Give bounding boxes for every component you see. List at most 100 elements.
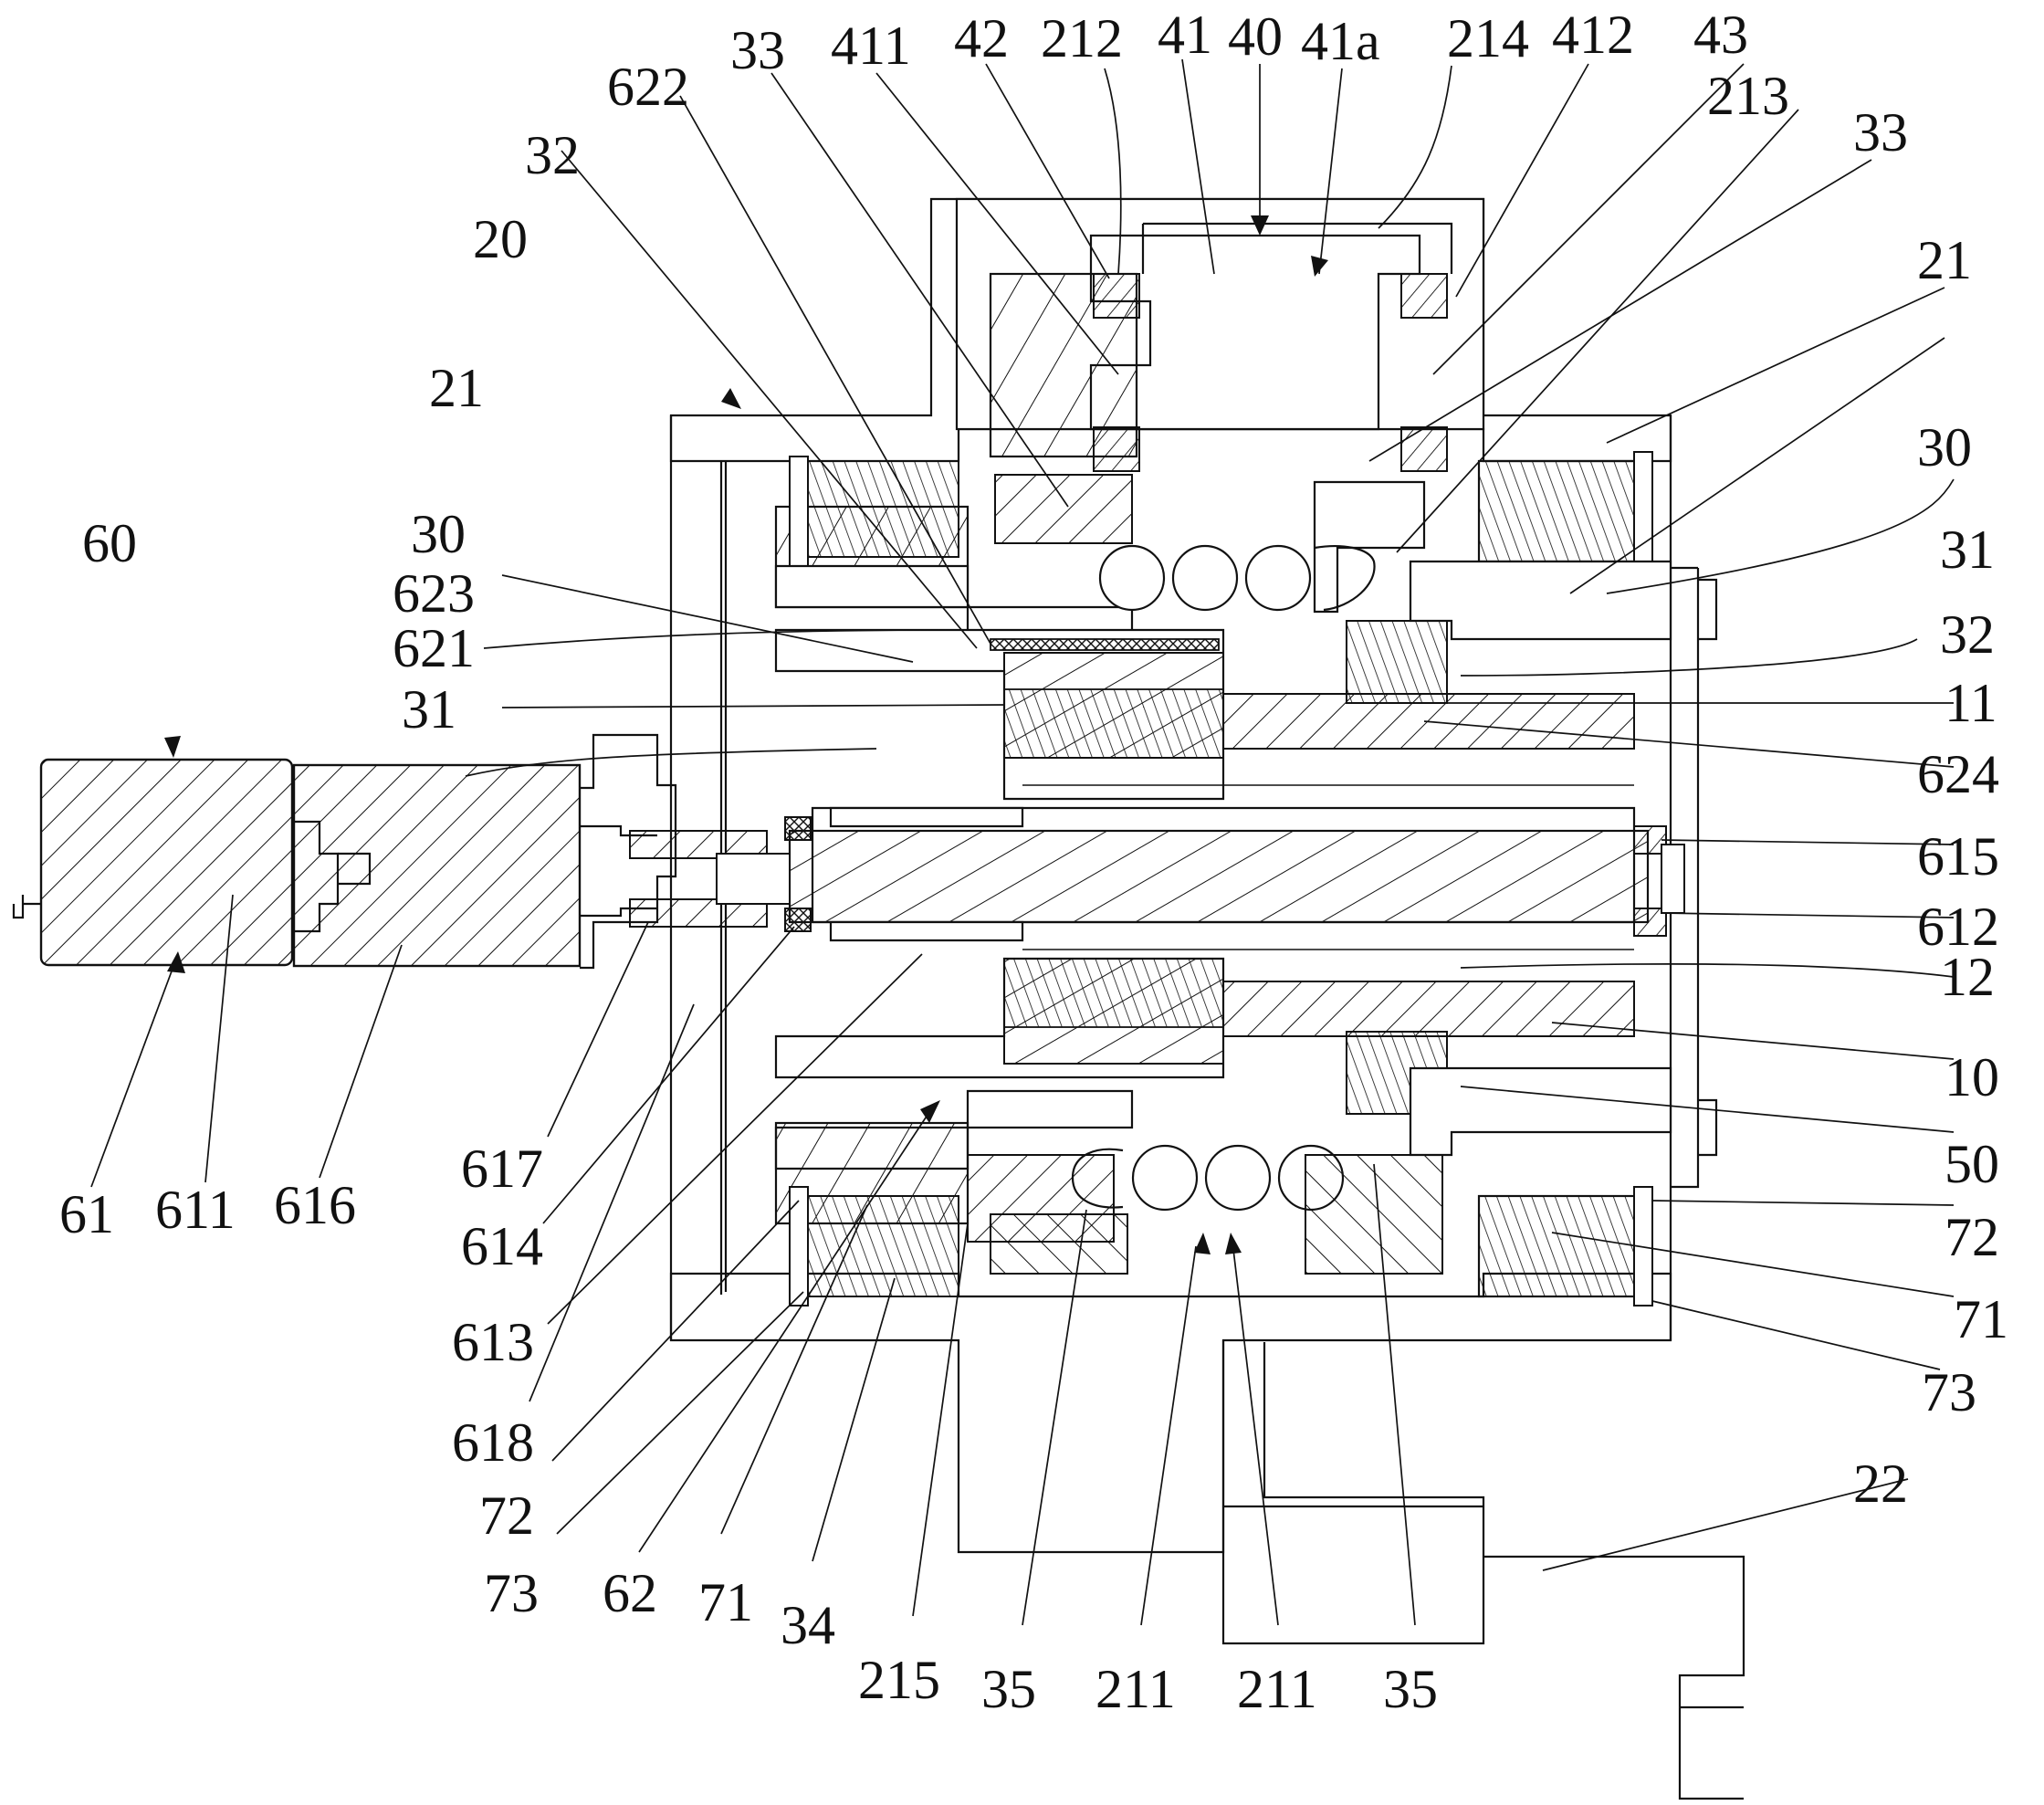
label-50: 50 [1944,1134,1999,1194]
disc-stack-upper [1003,688,1224,759]
reference-labels: 33 411 42 212 41 40 41a 214 412 43 622 2… [59,5,2008,1719]
motor-body-61 [39,758,294,967]
disc-stack-lower [1003,958,1224,1028]
label-211-left: 211 [1095,1659,1176,1719]
carrier-31-right [1409,560,1672,641]
label-412: 412 [1552,5,1634,65]
arrow-61 [167,951,185,973]
gear-housing-214 [1141,222,1453,274]
arrow-211-right [1225,1233,1242,1254]
label-31-right: 31 [1940,519,1995,580]
arrowheads [164,215,1328,1254]
bearing-42-top [1093,273,1140,319]
label-21-right: 21 [1917,230,1972,290]
end-cap [1661,844,1685,914]
ring-35-right [1305,1154,1443,1275]
label-214: 214 [1447,8,1529,68]
label-71-left: 71 [698,1572,753,1632]
hub-613 [716,853,791,905]
label-40: 40 [1228,6,1283,67]
label-34: 34 [781,1595,835,1655]
ball-upper-2 [1171,544,1239,612]
seal-72-top-right [1633,451,1653,567]
sleeve-33-top-left [994,474,1133,544]
label-32-left: 32 [525,125,580,185]
balls-upper [1098,544,1376,612]
label-215: 215 [858,1650,940,1710]
ball-lower-1 [1131,1144,1199,1212]
label-33-top-left: 33 [730,20,785,80]
shaft-tip-611 [338,852,372,886]
disc-stack-32-right [1346,620,1448,704]
label-72-left: 72 [479,1485,534,1546]
label-211-right: 211 [1237,1659,1317,1719]
label-615: 615 [1917,826,1999,887]
label-624: 624 [1917,744,1999,804]
label-60: 60 [82,513,137,573]
carrier-31-bottom-right [1409,1066,1672,1157]
label-617: 617 [461,1139,543,1199]
label-71-right: 71 [1954,1289,2008,1349]
arrow-20 [721,388,741,409]
label-614: 614 [461,1216,543,1276]
collar-30-top-right [1477,459,1650,563]
bearing-43-top [1400,273,1448,319]
arm-33-top-right [1313,480,1426,614]
ball-cage-upper [1314,545,1376,612]
label-33-top-right: 33 [1853,102,1908,163]
label-72-right: 72 [1944,1207,1999,1267]
label-612: 612 [1917,897,1999,957]
label-613: 613 [452,1312,534,1372]
bracket-22-inner [1223,1505,1744,1709]
bore-outline [1022,784,1634,950]
label-41a: 41a [1301,11,1380,71]
label-411: 411 [831,16,911,76]
label-212: 212 [1041,8,1123,68]
housing-outer-bottom [669,1272,1672,1554]
lower-internal [774,957,1672,1307]
label-73-left: 73 [484,1563,539,1623]
label-35-left: 35 [981,1659,1036,1719]
label-10: 10 [1944,1047,1999,1107]
central-shaft [788,693,1685,1037]
bearing-42-bottom [1093,426,1140,472]
ball-upper-3 [1244,544,1312,612]
label-30-right: 30 [1917,417,1972,477]
arrow-60 [164,736,181,758]
label-20: 20 [473,209,528,269]
collar-30-bottom-right [1477,1194,1650,1298]
lead-screw-612 [788,829,1650,924]
roller-71-top-left [807,460,959,558]
arrow-211-left [1194,1233,1211,1254]
sleeve-618 [829,806,1024,942]
pin-614-top [784,816,812,841]
label-62: 62 [603,1563,657,1623]
retainer-622 [990,638,1220,651]
label-623: 623 [393,563,475,624]
label-22: 22 [1853,1453,1908,1514]
label-12: 12 [1940,947,1995,1007]
label-213: 213 [1707,66,1789,126]
seal-72-top-left [789,456,809,567]
arrow-62 [920,1100,940,1123]
label-35-right: 35 [1383,1659,1438,1719]
label-622: 622 [607,57,689,117]
ball-lower-2 [1204,1144,1272,1212]
arrow-40 [1251,215,1269,236]
label-41: 41 [1158,5,1212,65]
label-32-right: 32 [1940,604,1995,665]
arrow-41a [1311,256,1328,277]
label-43: 43 [1693,5,1748,65]
label-42: 42 [954,8,1009,68]
carrier-31-top [774,564,1134,641]
pin-614-bottom [784,908,812,932]
motor-coupling-step [294,820,340,933]
ball-upper-1 [1098,544,1166,612]
bearing-43-bottom [1400,426,1448,472]
label-611: 611 [155,1180,236,1240]
label-61: 61 [59,1184,114,1244]
roller-71-bottom-left [807,1195,959,1297]
gear-box-40 [955,197,1485,472]
nut-12 [1222,981,1635,1037]
